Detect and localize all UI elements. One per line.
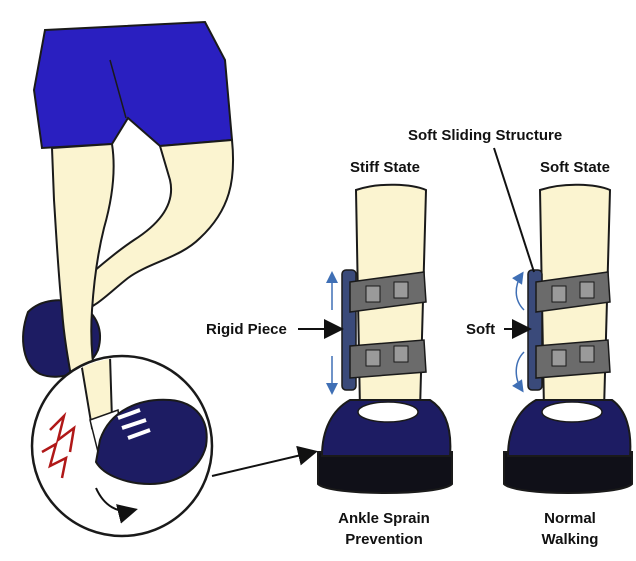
soft-lower-strap [536,340,610,378]
label-ankle-sprain: Ankle Sprain [338,510,430,527]
label-normal: Normal [544,510,596,527]
shorts [34,22,232,148]
stiff-brace-figure [318,185,452,493]
label-soft-sliding-structure: Soft Sliding Structure [408,127,562,144]
zoom-circle [32,356,212,536]
soft-brace-figure [504,185,632,493]
label-rigid-piece: Rigid Piece [206,321,287,338]
label-prevention: Prevention [345,531,423,548]
label-stiff-state: Stiff State [350,159,420,176]
sliding-structure-pointer [494,148,534,272]
soft-sole [504,452,632,493]
runner-figure [23,22,233,404]
label-walking: Walking [542,531,599,548]
label-soft: Soft [466,321,495,338]
lower-strap [350,340,426,378]
stiff-sole [318,452,452,493]
pointer-arrow [212,452,314,476]
label-soft-state: Soft State [540,159,610,176]
